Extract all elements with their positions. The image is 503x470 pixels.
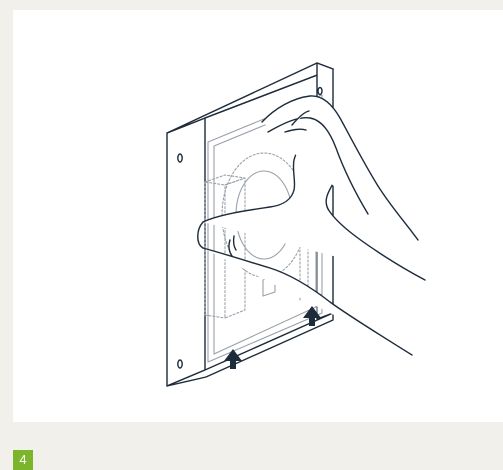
screw-hole-right-top bbox=[317, 86, 323, 96]
right-hand bbox=[261, 95, 419, 241]
screw-hole-top bbox=[177, 153, 183, 163]
frame-bottom-rim bbox=[166, 312, 334, 387]
arrow-up-icon bbox=[224, 349, 242, 369]
screw-hole-bottom bbox=[177, 359, 183, 369]
frame-left-side bbox=[166, 117, 206, 387]
arrow-up-icon bbox=[303, 306, 321, 326]
step-number-badge: 4 bbox=[13, 450, 33, 470]
